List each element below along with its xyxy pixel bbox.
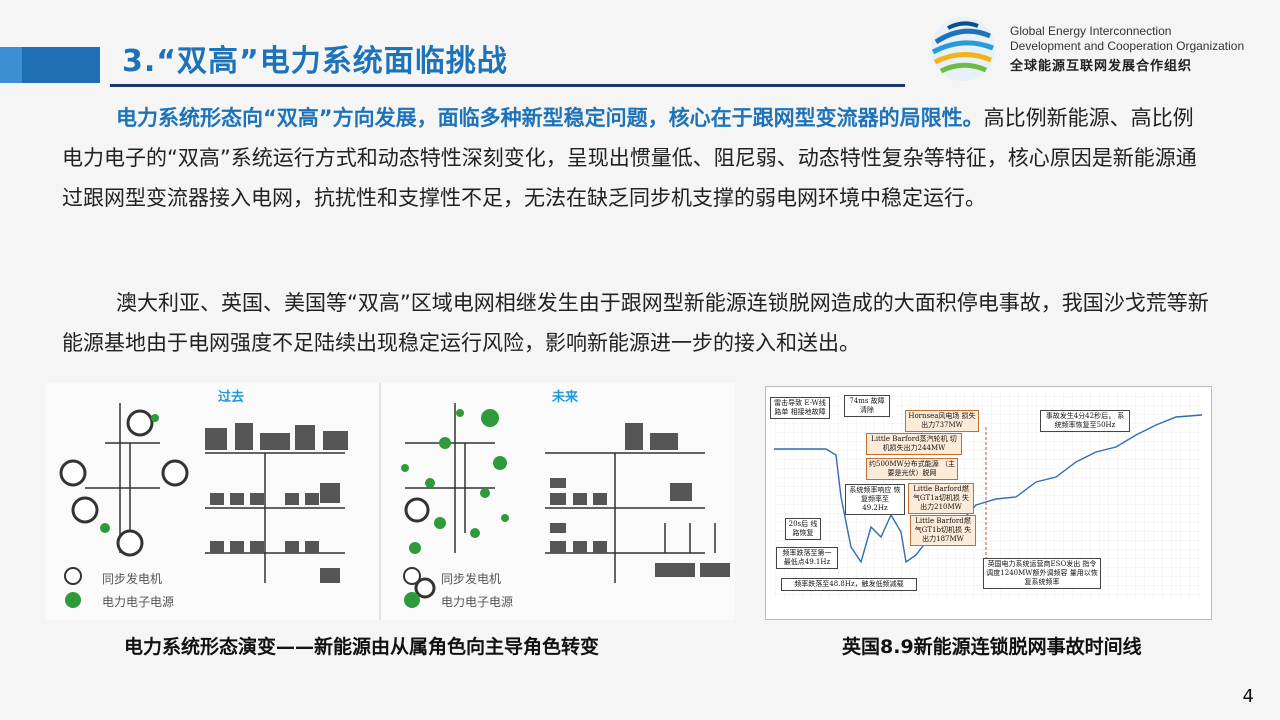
figure-right-caption: 英国8.9新能源连锁脱网事故时间线: [842, 636, 1142, 658]
sync-generator-icon: [59, 409, 189, 557]
legend-pe-icon: [65, 592, 81, 608]
timeline-box-fault-clear: 74ms 故障清除: [844, 395, 890, 417]
org-name-en-line1: Global Energy Interconnection: [1010, 24, 1172, 38]
header-accent-bar-light: [0, 47, 22, 83]
geidco-logo-icon: [931, 17, 995, 81]
label-past: 过去: [218, 390, 245, 405]
timeline-box-hornsea: Hornsea风电场 损失出力737MW: [905, 410, 979, 432]
page-title: 3.“双高”电力系统面临挑战: [122, 44, 508, 79]
timeline-box-recovery: 事故发生4分42秒后， 系统频率恢复至50Hz: [1040, 410, 1130, 432]
timeline-box-load-shed: 频率跌落至48.8Hz，触发低频减载: [781, 578, 917, 591]
timeline-box-lightning: 雷击导致 E-W线路单 相接地故障: [770, 397, 830, 419]
timeline-box-line-restore: 20s后 线路恢复: [785, 518, 821, 540]
legend-sync-icon: [64, 567, 82, 585]
paragraph-1: 电力系统形态向“双高”方向发展，面临多种新型稳定问题，核心在于跟网型变流器的局限…: [62, 98, 1212, 218]
paragraph-1-highlight: 电力系统形态向“双高”方向发展，面临多种新型稳定问题，核心在于跟网型变流器的局限…: [116, 106, 984, 130]
paragraph-1-text: 高比例新能源、高比例电力电子的“双高”系统运行方式和动态特性深刻变化，呈现出惯量…: [62, 106, 1197, 210]
power-system-evolution-diagram: [59, 383, 730, 620]
org-name-en-line2: Development and Cooperation Organization: [1010, 39, 1245, 53]
timeline-box-steam: Little Barford蒸汽轮机 切机损失出力244MW: [866, 433, 962, 455]
timeline-box-freq-response: 系统频率响应 恢复频率至 49.2Hz: [845, 484, 905, 515]
figure-left-panel: [45, 383, 735, 620]
org-name-cn: 全球能源互联网发展合作组织: [1010, 59, 1193, 74]
label-future: 未来: [552, 390, 579, 405]
legend-pe-label-future: 电力电子电源: [441, 595, 514, 609]
timeline-box-distributed: 约500MW分布式能源 （主要是光伏）脱网: [866, 458, 958, 480]
paragraph-2: 澳大利亚、英国、美国等“双高”区域电网相继发生由于跟网型新能源连锁脱网造成的大面…: [62, 291, 1209, 355]
legend-sync-label-past: 同步发电机: [102, 572, 163, 586]
timeline-box-gt1a: Little Barford燃 气GT1a切机损 失出力210MW: [908, 483, 974, 514]
timeline-box-eso: 英国电力系统运营商ESO发出 指令调度1240MW额外调频容 量用以恢复系统频率: [983, 558, 1101, 589]
timeline-box-gt1b: Little Barford燃 气GT1b切机损 失出力187MW: [910, 515, 976, 546]
legend-sync-label-future: 同步发电机: [441, 572, 502, 586]
timeline-box-first-low: 频率跌落至第一 最低点49.1Hz: [776, 547, 838, 569]
legend-pe-label-past: 电力电子电源: [102, 595, 175, 609]
figure-left-caption: 电力系统形态演变——新能源由从属角色向主导角色转变: [124, 636, 600, 658]
title-underline: [110, 84, 905, 87]
page-number: 4: [1242, 686, 1254, 707]
